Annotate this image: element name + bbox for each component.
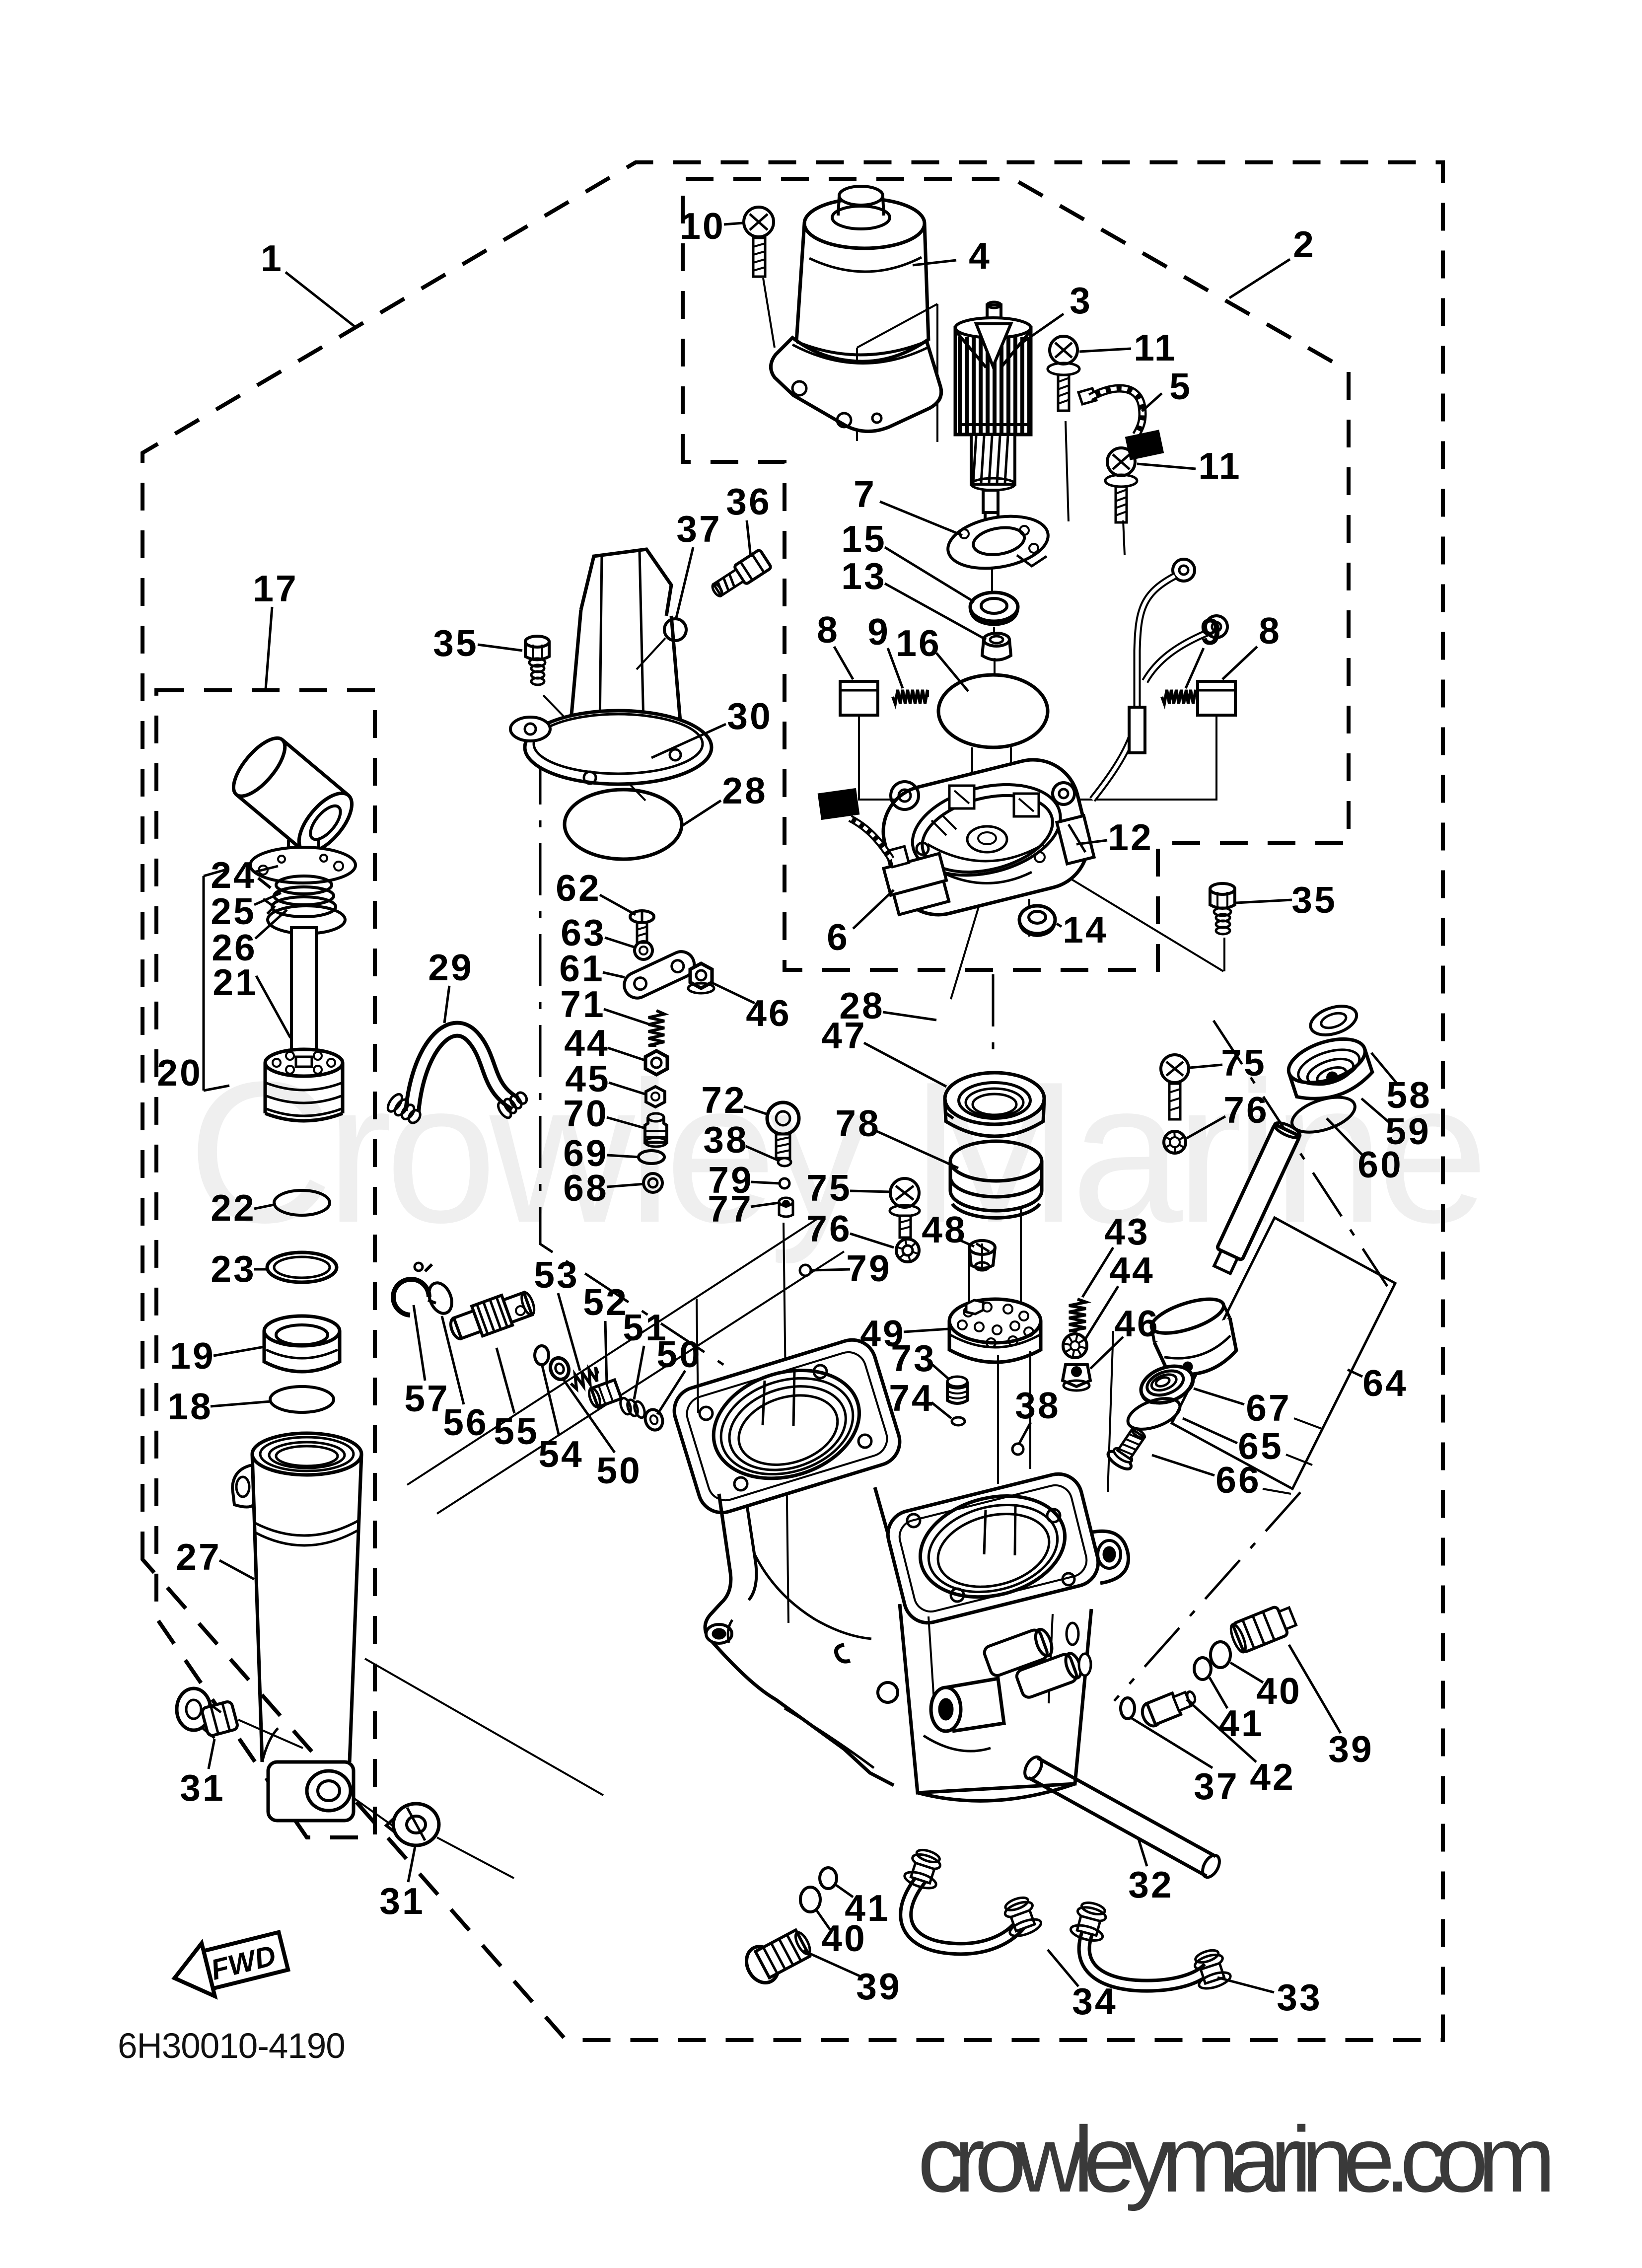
- svg-text:44: 44: [564, 1022, 609, 1064]
- svg-text:56: 56: [443, 1401, 488, 1443]
- svg-text:35: 35: [1291, 879, 1337, 921]
- svg-text:11: 11: [1198, 445, 1241, 487]
- svg-text:76: 76: [806, 1208, 852, 1249]
- svg-text:37: 37: [1194, 1765, 1239, 1807]
- svg-text:71: 71: [560, 983, 605, 1025]
- svg-text:6: 6: [827, 916, 850, 958]
- svg-text:33: 33: [1277, 1976, 1322, 2018]
- svg-text:63: 63: [561, 912, 606, 953]
- svg-text:17: 17: [253, 568, 298, 609]
- svg-text:69: 69: [563, 1132, 608, 1174]
- svg-text:77: 77: [708, 1188, 753, 1230]
- svg-text:5: 5: [1169, 366, 1192, 407]
- svg-text:13: 13: [841, 555, 886, 597]
- svg-text:15: 15: [841, 518, 886, 560]
- svg-text:11: 11: [1134, 327, 1177, 368]
- svg-text:65: 65: [1238, 1425, 1283, 1467]
- svg-text:73: 73: [891, 1337, 936, 1379]
- svg-text:16: 16: [896, 622, 941, 664]
- svg-text:41: 41: [845, 1887, 890, 1929]
- svg-text:34: 34: [1072, 1980, 1117, 2022]
- svg-text:9: 9: [867, 611, 890, 653]
- svg-text:9: 9: [1200, 611, 1223, 653]
- svg-text:54: 54: [538, 1433, 583, 1475]
- svg-text:21: 21: [213, 961, 258, 1003]
- svg-text:20: 20: [157, 1052, 202, 1094]
- svg-text:79: 79: [708, 1159, 753, 1201]
- svg-text:30: 30: [727, 695, 772, 737]
- svg-text:61: 61: [559, 948, 604, 989]
- svg-text:68: 68: [563, 1167, 608, 1209]
- svg-text:45: 45: [565, 1058, 610, 1099]
- svg-text:14: 14: [1063, 909, 1108, 951]
- svg-text:2: 2: [1293, 223, 1316, 265]
- svg-text:37: 37: [676, 508, 721, 550]
- svg-text:40: 40: [821, 1917, 866, 1959]
- svg-text:40: 40: [1256, 1670, 1301, 1712]
- svg-text:53: 53: [534, 1254, 579, 1296]
- svg-text:51: 51: [623, 1307, 668, 1348]
- svg-text:28: 28: [722, 770, 767, 811]
- svg-text:75: 75: [806, 1167, 852, 1209]
- svg-text:8: 8: [817, 609, 840, 651]
- svg-text:66: 66: [1215, 1459, 1261, 1501]
- svg-text:42: 42: [1250, 1756, 1295, 1798]
- svg-text:31: 31: [180, 1767, 225, 1809]
- svg-text:39: 39: [856, 1966, 901, 2007]
- svg-text:48: 48: [922, 1209, 967, 1250]
- svg-text:25: 25: [211, 890, 256, 932]
- svg-text:4: 4: [969, 235, 992, 277]
- svg-text:67: 67: [1246, 1387, 1291, 1429]
- svg-text:32: 32: [1128, 1864, 1173, 1905]
- svg-text:52: 52: [583, 1281, 628, 1323]
- svg-text:50: 50: [596, 1450, 642, 1491]
- svg-text:78: 78: [835, 1102, 880, 1144]
- svg-text:38: 38: [1015, 1385, 1060, 1426]
- svg-text:crowleymarine.com: crowleymarine.com: [918, 2107, 1556, 2211]
- svg-text:76: 76: [1223, 1089, 1269, 1131]
- svg-text:72: 72: [701, 1079, 746, 1121]
- svg-text:49: 49: [860, 1313, 905, 1354]
- svg-text:39: 39: [1328, 1728, 1373, 1770]
- svg-text:28: 28: [839, 985, 884, 1026]
- svg-text:3: 3: [1070, 280, 1092, 321]
- svg-text:36: 36: [726, 481, 771, 522]
- svg-text:26: 26: [212, 927, 257, 968]
- svg-text:70: 70: [563, 1093, 608, 1134]
- svg-text:44: 44: [1109, 1249, 1154, 1291]
- svg-text:24: 24: [211, 854, 256, 896]
- svg-text:1: 1: [261, 237, 284, 279]
- svg-text:43: 43: [1104, 1211, 1149, 1252]
- svg-text:12: 12: [1108, 816, 1153, 858]
- svg-text:6H30010-4190: 6H30010-4190: [118, 2027, 345, 2066]
- svg-text:8: 8: [1259, 610, 1282, 652]
- svg-text:27: 27: [176, 1536, 221, 1578]
- svg-text:29: 29: [428, 947, 473, 988]
- svg-text:55: 55: [494, 1410, 539, 1452]
- svg-text:7: 7: [854, 473, 876, 515]
- svg-text:47: 47: [821, 1015, 866, 1056]
- svg-text:41: 41: [1218, 1702, 1264, 1744]
- svg-text:35: 35: [433, 622, 478, 664]
- svg-text:46: 46: [746, 992, 791, 1034]
- svg-text:64: 64: [1362, 1362, 1408, 1404]
- svg-text:62: 62: [556, 867, 601, 909]
- svg-text:18: 18: [167, 1386, 213, 1427]
- svg-text:38: 38: [703, 1119, 748, 1161]
- svg-text:23: 23: [211, 1248, 256, 1290]
- svg-text:59: 59: [1385, 1110, 1430, 1152]
- svg-text:60: 60: [1357, 1144, 1403, 1185]
- svg-text:57: 57: [404, 1378, 449, 1419]
- svg-text:31: 31: [379, 1880, 425, 1922]
- svg-text:50: 50: [656, 1333, 702, 1375]
- svg-text:22: 22: [211, 1187, 256, 1229]
- svg-text:75: 75: [1221, 1042, 1266, 1084]
- svg-text:74: 74: [889, 1377, 934, 1419]
- svg-text:10: 10: [680, 205, 725, 247]
- svg-text:79: 79: [846, 1247, 891, 1289]
- svg-text:19: 19: [170, 1335, 215, 1377]
